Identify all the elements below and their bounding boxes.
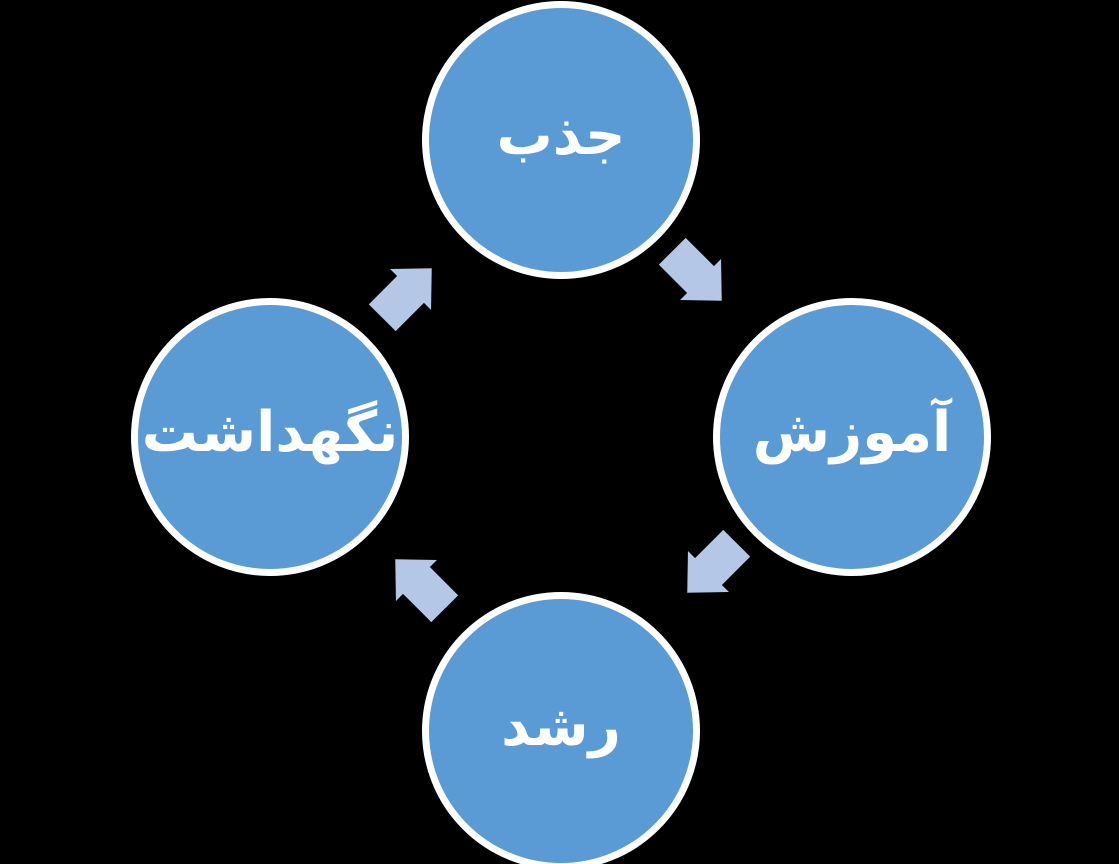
cycle-node-training-label: آموزش xyxy=(752,400,952,465)
cycle-node-retention-label: نگهداشت xyxy=(141,400,399,465)
cycle-node-retention: نگهداشت xyxy=(131,298,409,576)
cycle-node-attraction: جذب xyxy=(422,1,700,279)
arrow-growth-to-retention-icon xyxy=(395,559,459,623)
cycle-node-growth-label: رشد xyxy=(501,694,621,759)
arrow-training-to-growth-icon xyxy=(687,529,751,593)
arrow-attraction-to-training-icon xyxy=(658,237,722,301)
cycle-node-attraction-label: جذب xyxy=(496,103,626,168)
cycle-node-training: آموزش xyxy=(713,298,991,576)
cycle-node-growth: رشد xyxy=(422,592,700,864)
arrow-retention-to-attraction-icon xyxy=(368,268,432,332)
